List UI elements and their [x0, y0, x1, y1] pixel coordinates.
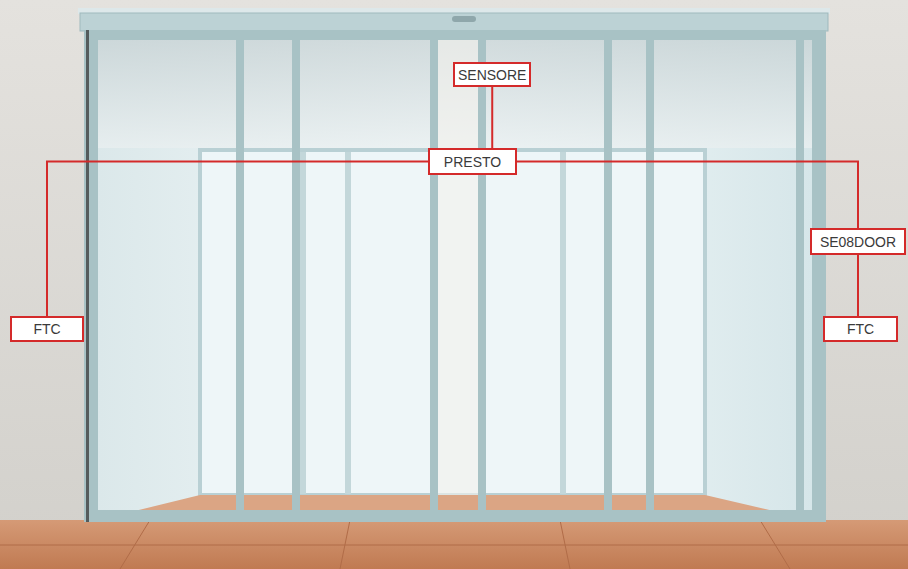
bottom-rail [84, 510, 826, 522]
part-name: SENSORE [458, 67, 526, 83]
floor-tile-line [760, 520, 790, 569]
header-logo [452, 16, 476, 22]
back-door-bar [345, 152, 351, 494]
connector-line [491, 87, 493, 148]
frame-post [84, 30, 98, 522]
back-door-bar [560, 152, 566, 494]
label-box: SE08DOOR [810, 228, 906, 255]
part-name: FTC [33, 321, 60, 337]
glass-area [98, 38, 812, 518]
part-name: FTC [847, 321, 874, 337]
top-rail [84, 30, 826, 40]
panel-bar [604, 40, 612, 510]
floor-tile-line [0, 545, 908, 546]
panel-bar [430, 40, 438, 510]
back-door-bar [300, 152, 306, 494]
part-name: PRESTO [444, 154, 501, 170]
panel-bar [646, 40, 654, 510]
panel-bar [478, 40, 486, 510]
connector-line [857, 255, 859, 316]
floor [0, 520, 908, 569]
connector-line [47, 162, 428, 317]
panel-bar [236, 40, 244, 510]
floor-tile-line [560, 520, 570, 569]
panel-bar [796, 40, 804, 510]
floor-tile-line [340, 520, 350, 569]
floor-tile-line [120, 520, 150, 569]
frame-post [812, 30, 826, 522]
label-box: FTC [10, 316, 84, 342]
label-box: SENSORE [453, 62, 531, 87]
panel-bar [292, 40, 300, 510]
part-name: SE08DOOR [820, 234, 896, 250]
door-opening [437, 40, 478, 510]
frame-shadow [86, 30, 89, 522]
operator-header [80, 13, 828, 31]
connector-line [517, 162, 858, 229]
label-box: FTC [823, 316, 898, 342]
label-box: PRESTO [428, 148, 517, 175]
